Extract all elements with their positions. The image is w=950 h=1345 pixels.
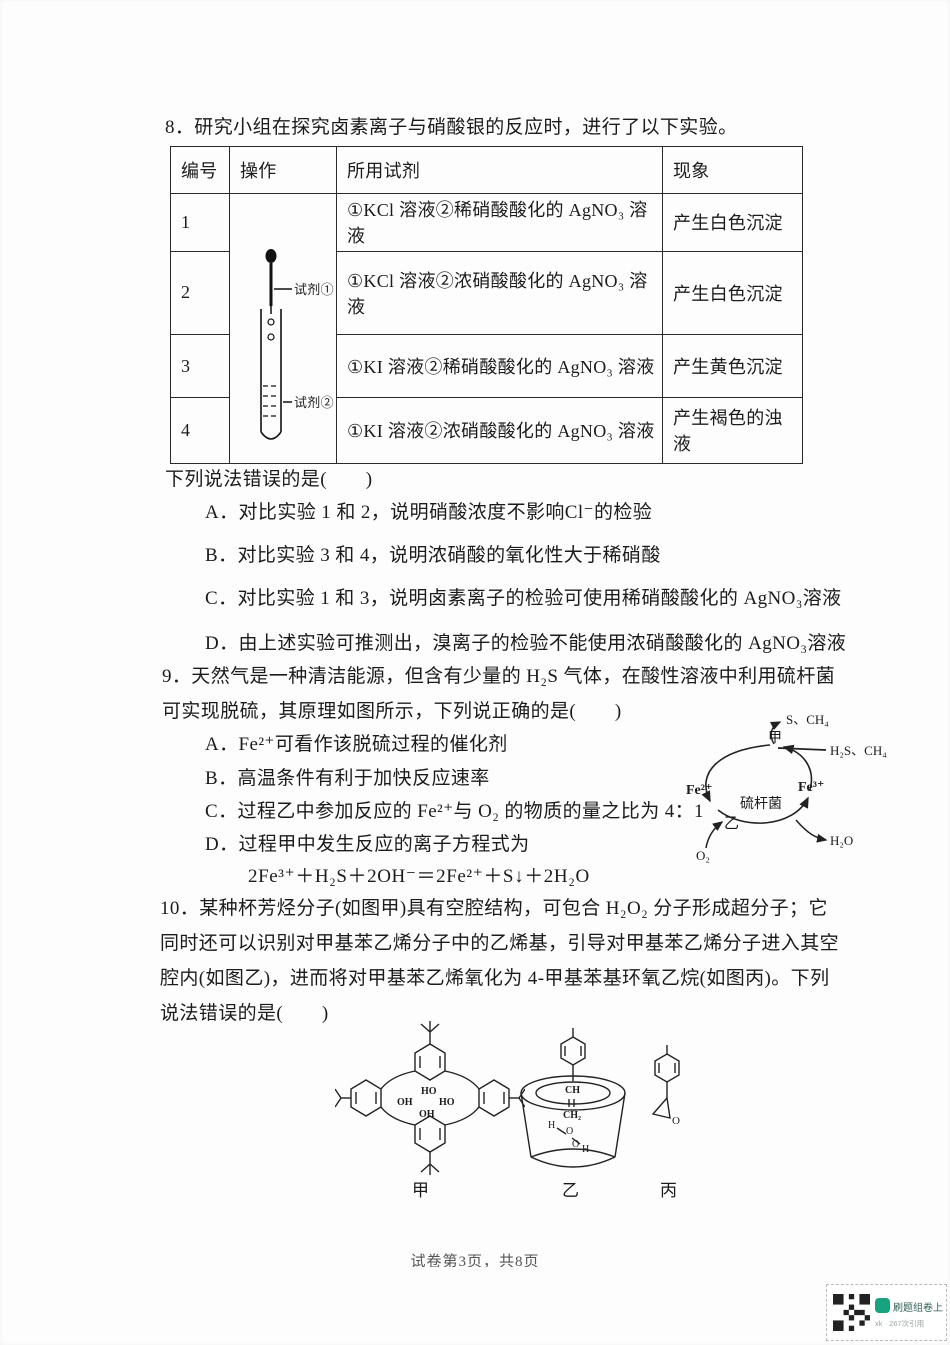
row4-id: 4 bbox=[170, 396, 230, 465]
epoxide-structure-bing: O bbox=[651, 1045, 680, 1127]
table-row: 3 ①KI 溶液②稀硝酸酸化的 AgNO₃ 溶液 产生黄色沉淀 bbox=[170, 334, 803, 398]
bacteria-label: 硫杆菌 bbox=[740, 796, 782, 812]
peroxide-h1: H bbox=[548, 1120, 555, 1131]
row3-id: 3 bbox=[170, 334, 230, 398]
row4-reagents: ①KI 溶液②浓硝酸酸化的 AgNO₃ 溶液 bbox=[336, 396, 663, 465]
row2-phenomenon: 产生白色沉淀 bbox=[662, 250, 803, 336]
dropper-testtube-illustration: 试剂① 试剂② bbox=[260, 249, 334, 440]
epoxide-oxygen-label: O bbox=[672, 1115, 680, 1127]
row1-id: 1 bbox=[170, 193, 230, 252]
peroxide-h2: H bbox=[582, 1144, 589, 1155]
page-number-footer: 试卷第3页，共8页 bbox=[410, 1254, 540, 1267]
oh-label-3: HO bbox=[439, 1097, 455, 1108]
cycle-input-right: H₂S、CH₄ bbox=[830, 743, 887, 758]
table-header-row: 编号 操作 所用试剂 现象 bbox=[170, 146, 803, 194]
figure-label-bing: 丙 bbox=[660, 1181, 677, 1200]
q9-option-d: D．过程甲中发生反应的离子方程式为 bbox=[205, 834, 530, 855]
desulfurization-cycle-diagram: S、CH₄ H₂S、CH₄ 甲 Fe²⁺ Fe³⁺ 硫杆菌 乙 O₂ H₂O bbox=[686, 712, 887, 863]
col-header-operation: 操作 bbox=[229, 146, 337, 194]
q8-option-b: B．对比实验 3 和 4，说明浓硝酸的氧化性大于稀硝酸 bbox=[205, 545, 661, 566]
watermark-line1: 刷题组卷上 bbox=[893, 1303, 943, 1314]
process-yi-label: 乙 bbox=[724, 816, 739, 832]
watermark-line2: xk · 267次引用 bbox=[875, 1319, 925, 1328]
row2-id: 2 bbox=[170, 250, 230, 336]
row4-phenomenon: 产生褐色的浊液 bbox=[662, 396, 803, 465]
q9-stem-line2: 可实现脱硫，其原理如图所示，下列说正确的是( ) bbox=[162, 701, 622, 722]
calixarene-structure-jia: HO OH HO OH bbox=[335, 1021, 525, 1175]
q9-option-b: B．高温条件有利于加快反应速率 bbox=[205, 768, 490, 789]
q9-option-a: A．Fe²⁺可看作该脱硫过程的催化剂 bbox=[205, 734, 508, 755]
process-jia-label: 甲 bbox=[768, 731, 782, 746]
q8-option-a: A．对比实验 1 和 2，说明硝酸浓度不影响Cl⁻的检验 bbox=[205, 502, 653, 523]
supramolecule-structure-yi: CH CH₂ H O O H bbox=[520, 1028, 626, 1168]
figure-label-yi: 乙 bbox=[562, 1181, 579, 1200]
q9-ionic-equation: 2Fe³⁺＋H₂S＋2OH⁻＝2Fe²⁺＋S↓＋2H₂O bbox=[248, 866, 590, 887]
q9-option-c: C．过程乙中参加反应的 Fe²⁺与 O₂ 的物质的量之比为 4：1 bbox=[205, 801, 704, 822]
table-row: 4 ①KI 溶液②浓硝酸酸化的 AgNO₃ 溶液 产生褐色的浊液 bbox=[170, 396, 803, 465]
oh-label-1: HO bbox=[421, 1086, 437, 1097]
q8-option-d: D．由上述实验可推测出，溴离子的检验不能使用浓硝酸酸化的 AgNO₃溶液 bbox=[205, 633, 847, 654]
row3-phenomenon: 产生黄色沉淀 bbox=[662, 334, 803, 398]
row1-phenomenon: 产生白色沉淀 bbox=[662, 193, 803, 252]
qr-code bbox=[833, 1294, 870, 1331]
table-row: 1 试剂① bbox=[170, 193, 803, 464]
q8-title: 8．研究小组在探究卤素离子与硝酸银的反应时，进行了以下实验。 bbox=[165, 117, 738, 138]
table-row: 2 ①KCl 溶液②浓硝酸酸化的 AgNO₃ 溶液 产生白色沉淀 bbox=[170, 250, 803, 336]
cycle-output-h2o: H₂O bbox=[830, 833, 853, 848]
col-header-phenomenon: 现象 bbox=[662, 146, 803, 194]
q10-stem-line4: 说法错误的是( ) bbox=[160, 1003, 329, 1024]
vinyl-ch2-label: CH₂ bbox=[563, 1110, 581, 1121]
app-icon bbox=[875, 1298, 890, 1313]
q10-stem-line2: 同时还可以识别对甲基苯乙烯分子中的乙烯基，引导对甲基苯乙烯分子进入其空 bbox=[160, 933, 840, 954]
q10-stem-line1: 10．某种杯芳烃分子(如图甲)具有空腔结构，可包合 H₂O₂ 分子形成超分子；它 bbox=[160, 898, 828, 919]
oh-label-4: OH bbox=[419, 1109, 435, 1120]
q8-stem: 下列说法错误的是( ) bbox=[165, 469, 373, 490]
figure-label-jia: 甲 bbox=[412, 1181, 429, 1200]
peroxide-o1: O bbox=[566, 1126, 573, 1137]
peroxide-o2: O bbox=[572, 1139, 579, 1150]
q8-experiment-table: 编号 操作 所用试剂 现象 1 试剂① bbox=[170, 146, 803, 465]
reagent1-label: 试剂① bbox=[294, 282, 334, 297]
cycle-output-top: S、CH₄ bbox=[786, 712, 829, 727]
oh-label-2: OH bbox=[397, 1097, 413, 1108]
fe2-node: Fe²⁺ bbox=[686, 783, 712, 798]
cycle-input-o2: O₂ bbox=[696, 848, 710, 863]
row3-reagents: ①KI 溶液②稀硝酸酸化的 AgNO₃ 溶液 bbox=[336, 334, 663, 398]
reagent2-label: 试剂② bbox=[294, 395, 334, 410]
col-header-reagents: 所用试剂 bbox=[336, 146, 663, 194]
row1-reagents: ①KCl 溶液②稀硝酸酸化的 AgNO₃ 溶液 bbox=[336, 193, 663, 252]
row2-reagents: ①KCl 溶液②浓硝酸酸化的 AgNO₃ 溶液 bbox=[336, 250, 663, 336]
q9-stem-line1: 9．天然气是一种清洁能源，但含有少量的 H₂S 气体，在酸性溶液中利用硫杆菌 bbox=[162, 666, 836, 687]
vinyl-ch-label: CH bbox=[565, 1085, 580, 1096]
fe3-node: Fe³⁺ bbox=[798, 780, 824, 795]
q8-option-c: C．对比实验 1 和 3，说明卤素离子的检验可使用稀硝酸酸化的 AgNO₃溶液 bbox=[205, 588, 842, 609]
q10-stem-line3: 腔内(如图乙)，进而将对甲基苯乙烯氧化为 4-甲基苯基环氧乙烷(如图丙)。下列 bbox=[160, 968, 830, 989]
col-header-id: 编号 bbox=[170, 146, 230, 194]
operation-cell: 试剂① 试剂② bbox=[229, 193, 337, 464]
watermark-badge: 刷题组卷上 xk · 267次引用 bbox=[826, 1284, 947, 1341]
